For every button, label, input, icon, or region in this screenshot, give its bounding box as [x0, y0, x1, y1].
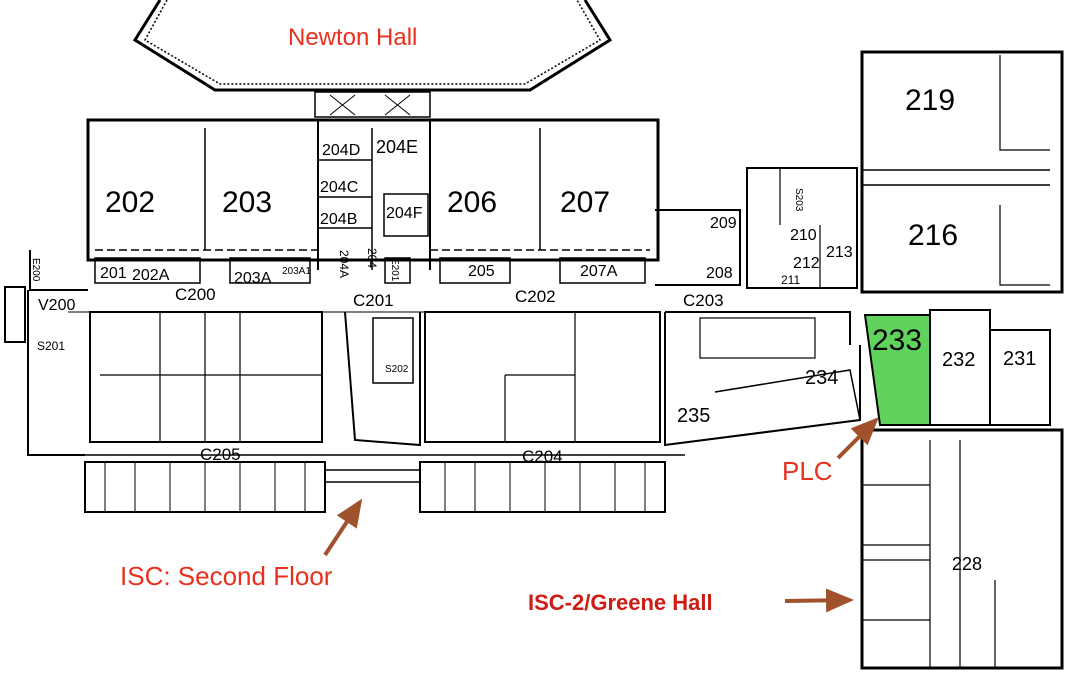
room-233-highlight[interactable]: [863, 314, 931, 426]
room-204-label: 204: [365, 248, 379, 268]
room-208-label: 208: [706, 265, 733, 282]
isc2-greene-hall-label: ISC-2/Greene Hall: [528, 590, 713, 615]
room-205-label: 205: [468, 263, 495, 280]
room-206-label[interactable]: 206: [447, 186, 497, 219]
room-202a-label: 202A: [132, 267, 170, 284]
room-210-label: 210: [790, 227, 817, 244]
isc-building-walls: [4, 50, 1064, 670]
room-204a-label: 204A: [337, 250, 351, 278]
room-s203-label: S203: [793, 188, 804, 212]
room-207a-label: 207A: [580, 263, 618, 280]
room-209-label: 209: [710, 215, 737, 232]
room-228-label: 228: [952, 554, 982, 574]
room-e200-label: E200: [30, 258, 41, 282]
isc-second-floor-label: ISC: Second Floor: [120, 561, 333, 591]
newton-hall-building: [132, 0, 613, 118]
room-s201-label: S201: [37, 339, 65, 353]
room-203a-label: 203A: [234, 270, 272, 287]
room-202-label[interactable]: 202: [105, 186, 155, 219]
isc2-greene-hall-arrow: [784, 588, 854, 613]
room-235-label: 235: [677, 405, 710, 427]
corridor-labels: C200 C201 C202 C203 C204 C205: [175, 285, 724, 466]
room-204f-label: 204F: [386, 205, 423, 222]
corridor-c203-label: C203: [683, 291, 724, 310]
room-219-label[interactable]: 219: [905, 84, 955, 117]
room-232-label: 232: [942, 349, 975, 371]
room-211-label: 211: [781, 273, 800, 287]
room-233-label[interactable]: 233: [872, 324, 922, 357]
room-203a1-label: 203A1: [282, 266, 311, 277]
corridor-c205-label: C205: [200, 445, 241, 464]
isc-second-floor-arrow: [323, 498, 363, 557]
corridor-c202-label: C202: [515, 287, 556, 306]
room-201-label: 201: [100, 265, 127, 282]
room-e201-label: E201: [389, 258, 400, 282]
room-204c-label: 204C: [320, 179, 358, 196]
room-213-label: 213: [826, 244, 853, 261]
room-s202-label: S202: [385, 364, 409, 375]
room-204e-label: 204E: [376, 137, 418, 157]
plc-label: PLC: [782, 456, 833, 486]
room-labels-small: 204D 204E 204C 204B 204F 204 204A E201 E…: [30, 137, 1036, 574]
room-231-label: 231: [1003, 348, 1036, 370]
room-234-label: 234: [805, 367, 838, 389]
room-207-label[interactable]: 207: [560, 186, 610, 219]
newton-hall-label: Newton Hall: [288, 24, 417, 51]
plc-arrow: [836, 417, 879, 460]
room-212-label: 212: [793, 255, 820, 272]
room-v200-label: V200: [38, 297, 75, 314]
corridor-c204-label: C204: [522, 447, 563, 466]
room-labels-large: 202 203 206 207 219 216 233: [105, 84, 958, 357]
room-203-label[interactable]: 203: [222, 186, 272, 219]
room-204d-label: 204D: [322, 142, 360, 159]
room-204b-label: 204B: [320, 211, 357, 228]
room-216-label[interactable]: 216: [908, 219, 958, 252]
corridor-c200-label: C200: [175, 285, 216, 304]
corridor-c201-label: C201: [353, 291, 394, 310]
